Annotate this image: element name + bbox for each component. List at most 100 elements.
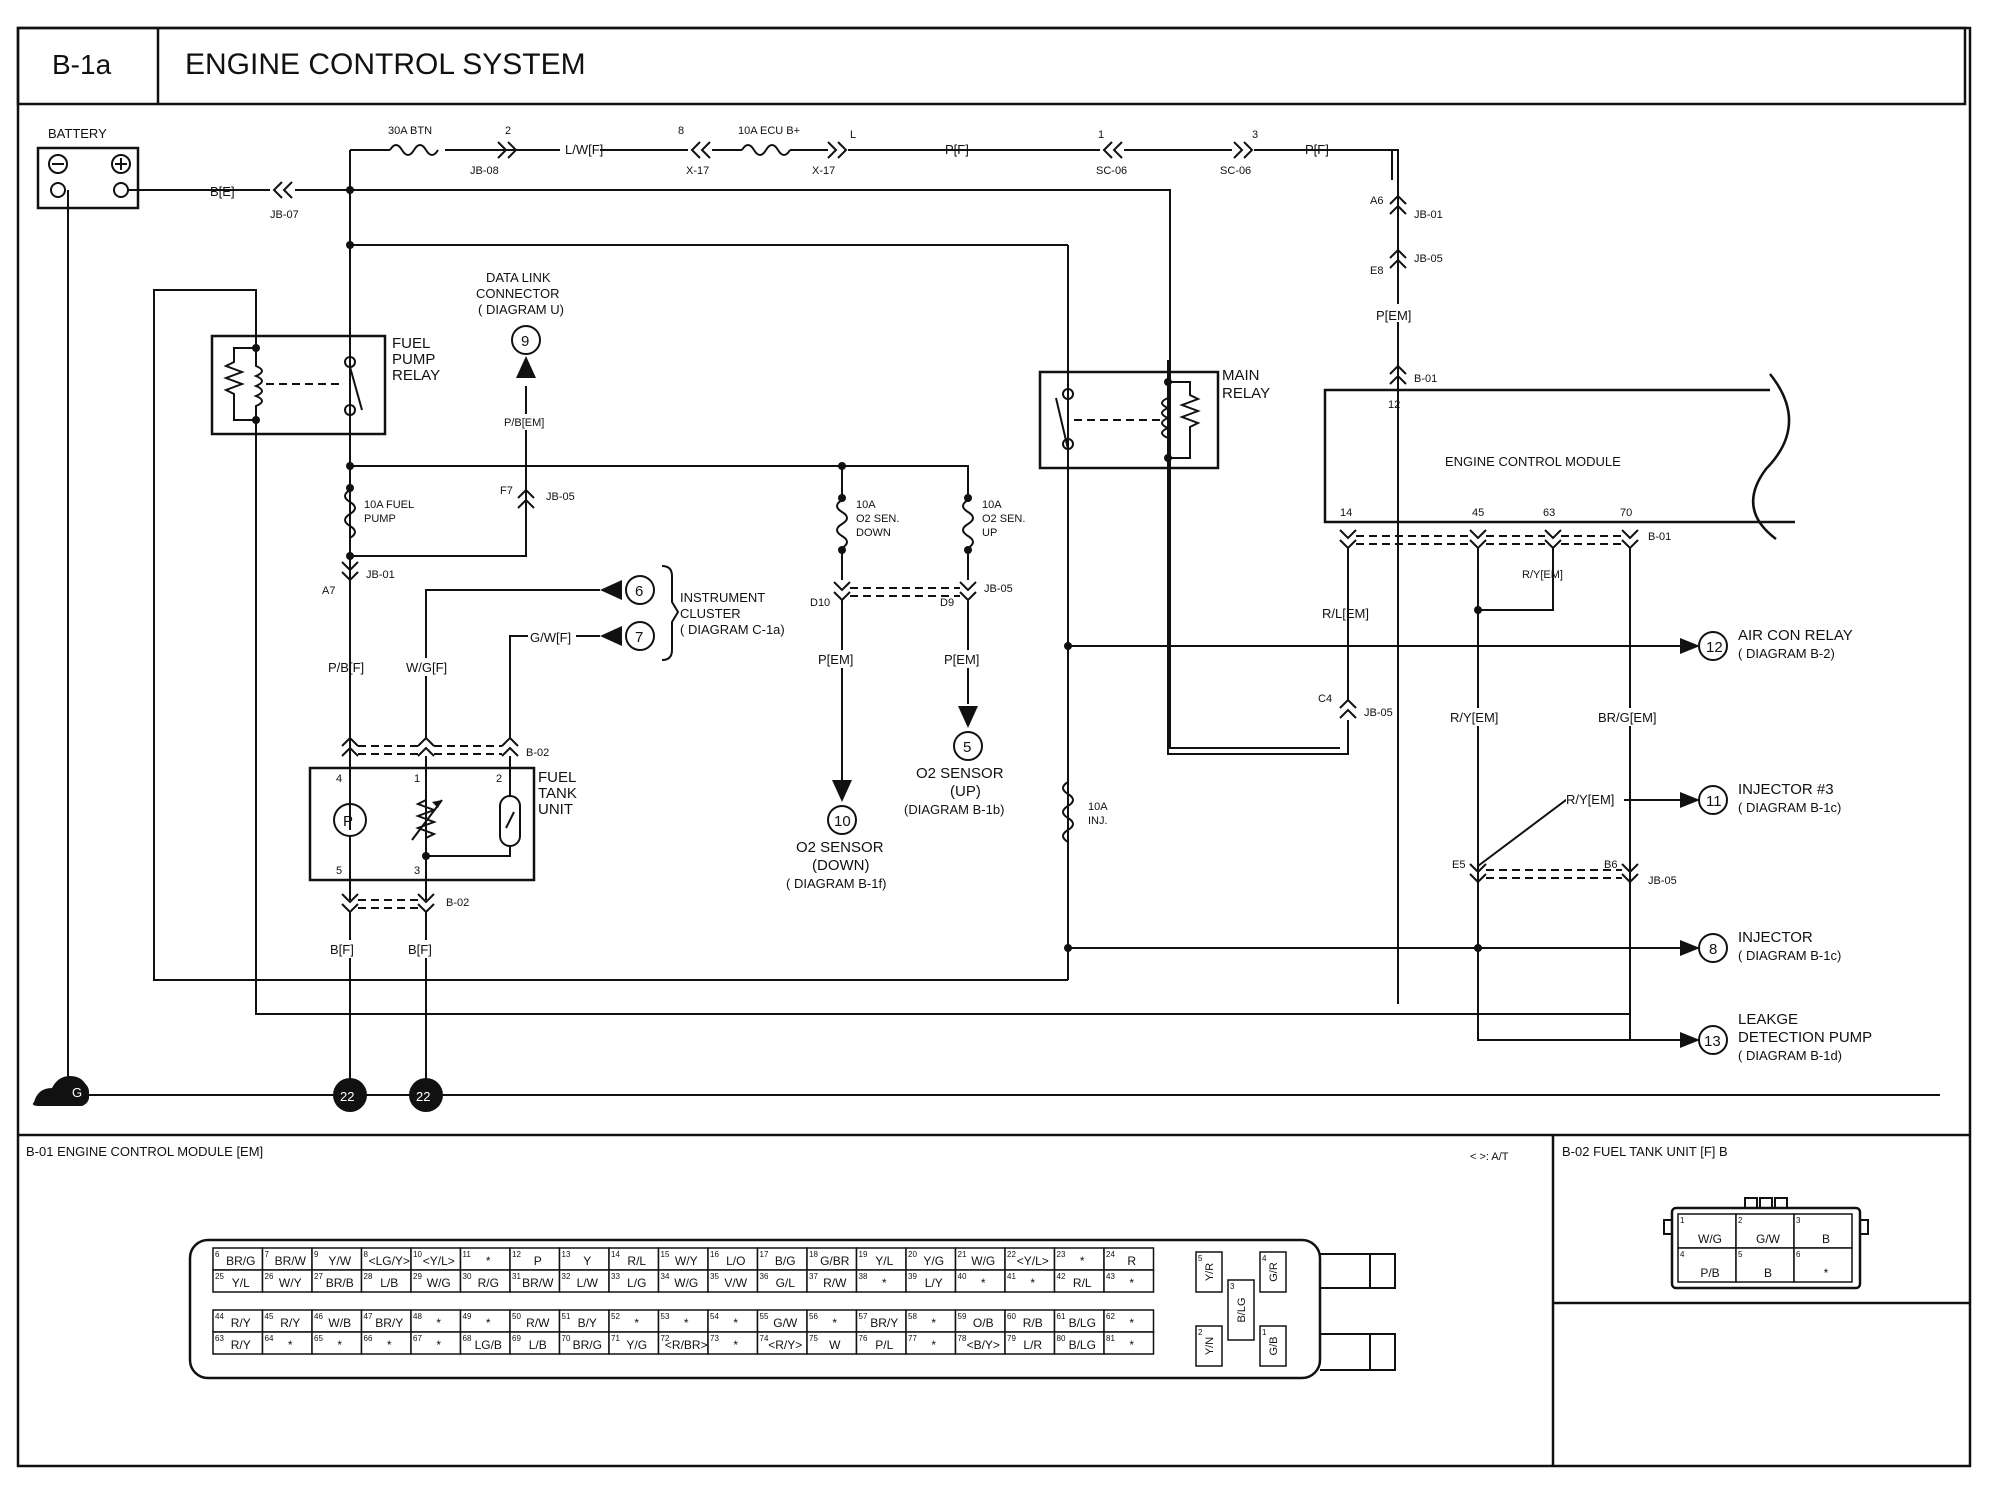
svg-text:W/G: W/G [427,1276,451,1290]
svg-text:79: 79 [1007,1334,1016,1343]
ref-circle-o2up: 5 [953,731,983,761]
label-bg [502,414,558,430]
ftu-pin-2: 2G/W [1735,1213,1795,1249]
label-bg [1566,790,1624,808]
svg-text:14: 14 [611,1250,620,1259]
svg-text:*: * [1129,1276,1134,1290]
svg-text:P/B: P/B [1700,1266,1719,1280]
svg-text:BR/Y: BR/Y [375,1316,403,1330]
svg-text:*: * [931,1316,936,1330]
svg-text:56: 56 [809,1312,818,1321]
svg-text:54: 54 [710,1312,719,1321]
wire-injector3 [1477,799,1680,867]
svg-text:*: * [387,1338,392,1352]
svg-text:45: 45 [265,1312,274,1321]
svg-text:29: 29 [413,1272,422,1281]
svg-text:R/Y: R/Y [231,1316,251,1330]
output-arrow-icons [1680,638,1700,1048]
wire-gw-f-label: G/W[F] [530,630,571,645]
ecm-pin-78: 78<B/Y> [954,1331,1006,1355]
conn-jb08: JB-08 [470,165,499,177]
svg-text:61: 61 [1057,1312,1066,1321]
ecm-pin-67: 67* [410,1331,462,1355]
svg-text:*: * [436,1338,441,1352]
svg-text:G/W: G/W [773,1316,798,1330]
svg-text:63: 63 [215,1334,224,1343]
connector-b01-bottom-icon [1339,529,1639,550]
svg-text:39: 39 [908,1272,917,1281]
ecm-pin-49: 49 * [459,1309,511,1333]
wire-lw-f: L/W[F] [565,142,603,157]
connector-jb05-d9-icon [833,581,977,602]
fuel-pump-relay-label-1: FUEL [392,335,430,352]
ecm-pin-64: 64* [261,1331,313,1355]
svg-text:W/B: W/B [328,1316,351,1330]
ftu-pin-1: 1W/G [1677,1213,1737,1249]
svg-text:<R/BR>: <R/BR> [665,1338,708,1352]
svg-text:R: R [1127,1254,1136,1268]
o2up-label-2: (UP) [950,783,981,800]
svg-text:W/G: W/G [971,1254,995,1268]
svg-text:70: 70 [562,1334,571,1343]
svg-text:V/W: V/W [724,1276,747,1290]
svg-text:<Y/L>: <Y/L> [423,1254,455,1268]
svg-text:*: * [1824,1266,1829,1280]
junction-dot [1474,944,1482,952]
svg-text:*: * [1030,1276,1035,1290]
aircon-label: AIR CON RELAY [1738,627,1853,644]
svg-text:R/W: R/W [526,1316,550,1330]
battery-icon [36,146,140,210]
pin-d10: D10 [810,597,830,609]
svg-text:69: 69 [512,1334,521,1343]
main-relay-label-2: RELAY [1222,385,1270,402]
ecm-pin-52: 52* [608,1309,660,1333]
connector-dashes [358,899,418,909]
svg-text:W: W [829,1338,841,1352]
svg-text:*: * [486,1316,491,1330]
svg-text:*: * [733,1316,738,1330]
instrument-label-3: ( DIAGRAM C-1a) [680,622,785,637]
ecm-pin-10: 10<Y/L> [410,1247,462,1271]
svg-text:22: 22 [340,1089,354,1104]
svg-text:47: 47 [364,1312,373,1321]
ecm-pin-48: 48* [410,1309,462,1333]
ecm-pin-12: 12 [1388,399,1400,411]
dlc-label-1: DATA LINK [486,270,551,285]
aircon-diagram: ( DIAGRAM B-2) [1738,646,1835,661]
conn-b01-top: B-01 [1414,373,1437,385]
junction-dot [964,494,972,502]
svg-text:LG/B: LG/B [475,1338,502,1352]
junction-dot [838,494,846,502]
svg-text:4: 4 [1680,1250,1685,1259]
svg-text:9: 9 [521,333,529,350]
label-bg [406,940,440,958]
pin-a6: A6 [1370,195,1383,207]
svg-text:49: 49 [463,1312,472,1321]
svg-text:10: 10 [834,813,851,830]
fuel-tank-label-3: UNIT [538,801,573,818]
ground-22-b-icon: 22 [409,1078,443,1112]
svg-text:<R/Y>: <R/Y> [768,1338,802,1352]
svg-text:*: * [634,1316,639,1330]
svg-text:*: * [684,1316,689,1330]
wire-p-f-2: P[F] [1305,142,1329,157]
svg-text:*: * [882,1276,887,1290]
svg-text:R/B: R/B [1023,1316,1043,1330]
fuse-10a-fuel-pump-icon [344,489,356,539]
ecm-pin-41: 41* [1004,1269,1056,1293]
svg-text:16: 16 [710,1250,719,1259]
ftu-pin-2: 2 [496,773,502,785]
ecm-connector-latch [1320,1253,1396,1371]
pin-a7: A7 [322,585,335,597]
label-bg [528,628,576,646]
svg-text:W/G: W/G [1698,1232,1722,1246]
leak-label-2: DETECTION PUMP [1738,1029,1872,1046]
ftu-pin-3: 3 [414,865,420,877]
